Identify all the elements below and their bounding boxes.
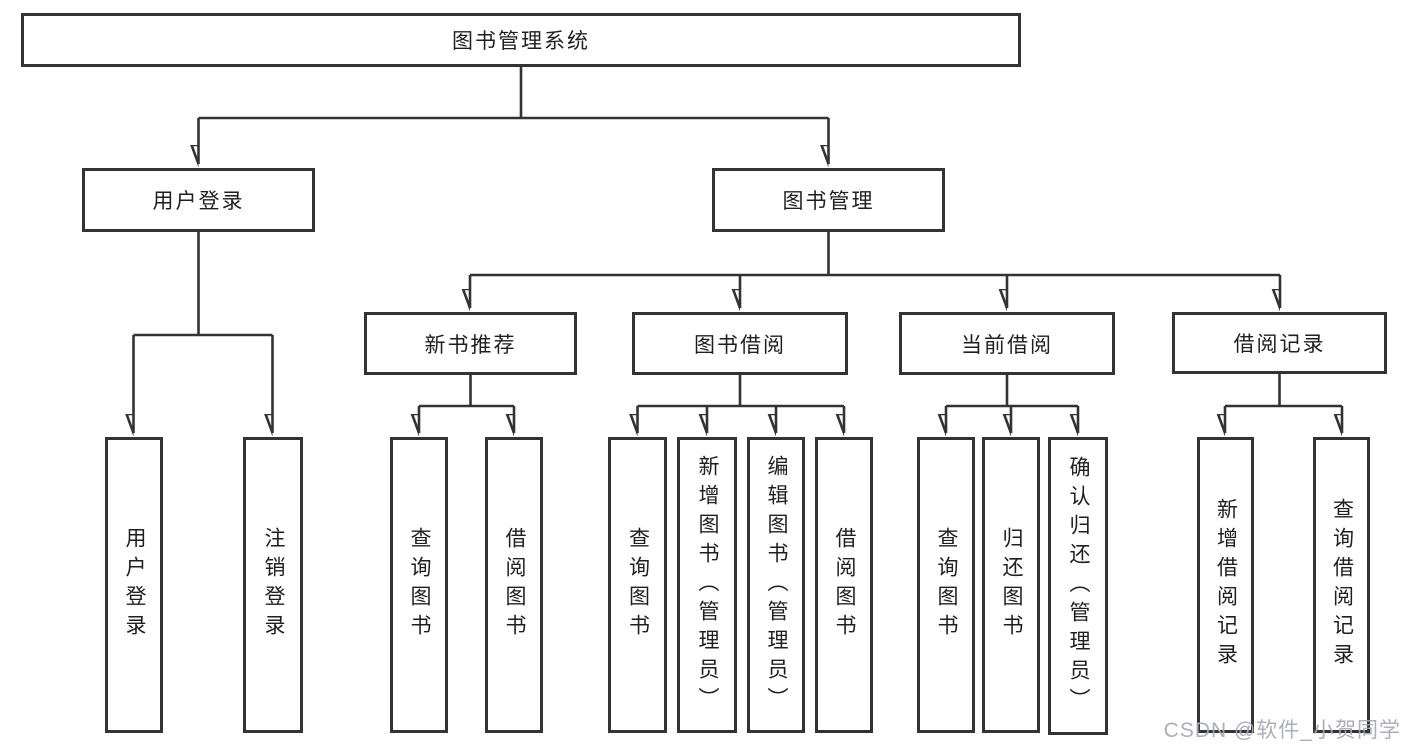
leaf-edit-book-admin: 编辑图书（管理员） bbox=[747, 437, 805, 733]
node-root-system-label: 图书管理系统 bbox=[452, 30, 590, 53]
leaf-confirm-return-admin-label: 确认归还（管理员） bbox=[1067, 455, 1090, 717]
node-user-login-module-label: 用户登录 bbox=[152, 190, 245, 213]
leaf-current-query-books: 查询图书 bbox=[917, 437, 975, 733]
leaf-user-login-label: 用户登录 bbox=[123, 527, 146, 643]
node-current-borrow-label: 当前借阅 bbox=[961, 333, 1053, 357]
node-user-login-module: 用户登录 bbox=[82, 168, 315, 232]
leaf-add-borrow-record-label: 新增借阅记录 bbox=[1214, 498, 1238, 672]
tree-connectors bbox=[134, 67, 1344, 433]
leaf-current-query-books-label: 查询图书 bbox=[935, 527, 958, 643]
leaf-return-books: 归还图书 bbox=[982, 437, 1040, 733]
leaf-logout-label: 注销登录 bbox=[262, 527, 285, 643]
leaf-borrow-books-label: 借阅图书 bbox=[833, 527, 856, 643]
leaf-confirm-return-admin: 确认归还（管理员） bbox=[1048, 437, 1108, 735]
node-root-system: 图书管理系统 bbox=[21, 13, 1021, 67]
leaf-recommend-query-books-label: 查询图书 bbox=[408, 527, 431, 643]
node-borrow-record: 借阅记录 bbox=[1172, 312, 1387, 374]
leaf-recommend-query-books: 查询图书 bbox=[390, 437, 448, 733]
leaf-add-borrow-record: 新增借阅记录 bbox=[1197, 437, 1254, 733]
leaf-recommend-borrow-books-label: 借阅图书 bbox=[503, 527, 526, 643]
leaf-return-books-label: 归还图书 bbox=[1000, 527, 1023, 643]
node-borrow-record-label: 借阅记录 bbox=[1233, 333, 1326, 356]
node-book-borrow-label: 图书借阅 bbox=[694, 333, 786, 357]
leaf-user-login: 用户登录 bbox=[105, 437, 163, 733]
node-book-management-module: 图书管理 bbox=[712, 168, 945, 232]
leaf-recommend-borrow-books: 借阅图书 bbox=[485, 437, 543, 733]
leaf-logout: 注销登录 bbox=[243, 437, 303, 733]
leaf-borrow-query-books: 查询图书 bbox=[608, 437, 667, 733]
leaf-add-book-admin-label: 新增图书（管理员） bbox=[696, 454, 719, 716]
leaf-query-borrow-record-label: 查询借阅记录 bbox=[1330, 498, 1354, 672]
node-current-borrow: 当前借阅 bbox=[899, 312, 1115, 375]
leaf-borrow-books: 借阅图书 bbox=[815, 437, 873, 733]
leaf-add-book-admin: 新增图书（管理员） bbox=[677, 437, 737, 733]
node-book-management-module-label: 图书管理 bbox=[782, 190, 875, 213]
leaf-edit-book-admin-label: 编辑图书（管理员） bbox=[765, 454, 788, 716]
csdn-watermark: CSDN @软件_小贺同学 bbox=[1163, 719, 1401, 742]
node-book-borrow: 图书借阅 bbox=[632, 312, 848, 375]
leaf-borrow-query-books-label: 查询图书 bbox=[626, 527, 650, 643]
leaf-query-borrow-record: 查询借阅记录 bbox=[1313, 437, 1370, 733]
node-new-book-recommend-label: 新书推荐 bbox=[424, 333, 517, 357]
node-new-book-recommend: 新书推荐 bbox=[364, 312, 577, 375]
